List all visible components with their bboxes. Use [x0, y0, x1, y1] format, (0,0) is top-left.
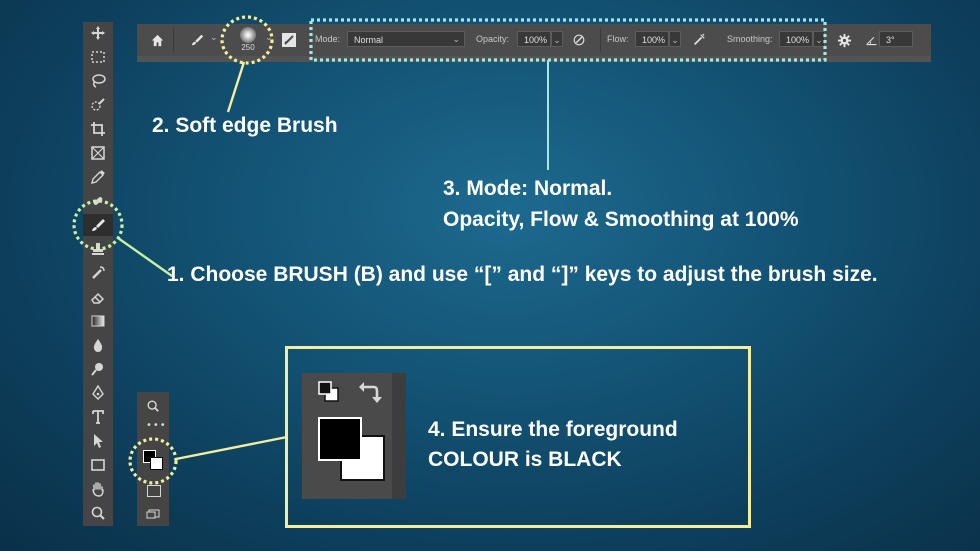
brush-settings-panel-icon[interactable] [279, 30, 299, 50]
smoothing-field[interactable]: 100% [779, 31, 813, 47]
chevron-down-icon[interactable]: ⌄ [265, 33, 273, 43]
chevron-down-icon[interactable]: ⌄ [210, 33, 218, 43]
mini-tools-panel: ••• [137, 392, 169, 526]
brush-preset-icon[interactable] [187, 30, 207, 50]
flow-dropdown-icon[interactable]: ⌄ [669, 31, 681, 47]
eyedropper-tool-icon[interactable] [83, 166, 113, 188]
opacity-label: Opacity: [476, 34, 510, 44]
screen-mode-icon[interactable] [146, 504, 160, 519]
background-color-swatch[interactable] [150, 457, 163, 470]
dodge-tool-icon[interactable] [83, 358, 113, 380]
smoothing-label: Smoothing: [727, 34, 773, 44]
rectangle-tool-icon[interactable] [83, 454, 113, 476]
chevron-down-icon: ⌄ [452, 34, 460, 44]
brush-tool-icon[interactable] [83, 214, 113, 236]
step2-text: 2. Soft edge Brush [152, 114, 338, 137]
smoothing-settings-gear-icon[interactable] [834, 30, 854, 50]
quick-mask-icon[interactable] [147, 485, 161, 497]
airbrush-icon[interactable] [689, 30, 709, 50]
pen-tool-icon[interactable] [83, 382, 113, 404]
move-tool-icon[interactable] [83, 22, 113, 44]
healing-brush-tool-icon[interactable] [83, 190, 113, 212]
flow-field[interactable]: 100% [635, 31, 669, 47]
step3-line1: 3. Mode: Normal. [443, 177, 613, 200]
type-tool-icon[interactable] [83, 406, 113, 428]
hand-tool-icon[interactable] [83, 478, 113, 500]
home-icon[interactable] [147, 30, 167, 50]
swap-colors-icon[interactable] [358, 381, 382, 403]
blur-tool-icon[interactable] [83, 334, 113, 356]
history-brush-tool-icon[interactable] [83, 262, 113, 284]
zoom-icon[interactable] [146, 398, 160, 412]
clone-stamp-tool-icon[interactable] [83, 238, 113, 260]
color-swatch-zoom [302, 373, 406, 499]
options-bar: ⌄ 250 ⌄ Mode: Normal ⌄ Opacity: 100% ⌄ F… [137, 24, 931, 57]
lasso-tool-icon[interactable] [83, 70, 113, 92]
brush-angle-icon [861, 30, 881, 50]
step1-leader-line [117, 237, 173, 277]
frame-tool-icon[interactable] [83, 142, 113, 164]
step1-text: 1. Choose BRUSH (B) and use “[” and “]” … [167, 263, 878, 286]
opacity-dropdown-icon[interactable]: ⌄ [551, 31, 563, 47]
zoom-tool-icon[interactable] [83, 502, 113, 524]
panel-edge [392, 373, 406, 499]
tools-panel [83, 22, 113, 526]
step4-line1: 4. Ensure the foreground [428, 418, 678, 441]
brush-size-value: 250 [241, 43, 255, 52]
mode-value: Normal [354, 35, 384, 45]
brush-size-picker[interactable]: 250 [233, 27, 263, 54]
smoothing-dropdown-icon[interactable]: ⌄ [813, 31, 825, 47]
foreground-color-swatch[interactable] [318, 417, 362, 461]
step4-line2: COLOUR is BLACK [428, 448, 622, 471]
step2-leader-line [226, 61, 246, 113]
options-bar-edge [137, 56, 931, 62]
divider [600, 28, 601, 52]
quick-selection-tool-icon[interactable] [83, 94, 113, 116]
crop-tool-icon[interactable] [83, 118, 113, 140]
flow-label: Flow: [607, 34, 629, 44]
divider [173, 28, 174, 52]
default-colors-icon[interactable] [318, 381, 340, 403]
soft-brush-preview-icon [240, 27, 256, 43]
marquee-tool-icon[interactable] [83, 46, 113, 68]
step4-leader-line [175, 435, 288, 461]
brush-angle-field[interactable]: 3° [879, 31, 913, 47]
gradient-tool-icon[interactable] [83, 310, 113, 332]
more-tools-icon[interactable]: ••• [146, 420, 167, 431]
step3-line2: Opacity, Flow & Smoothing at 100% [443, 208, 799, 231]
eraser-tool-icon[interactable] [83, 286, 113, 308]
opacity-field[interactable]: 100% [517, 31, 551, 47]
mode-label: Mode: [315, 34, 341, 44]
pressure-opacity-icon[interactable] [569, 30, 589, 50]
path-selection-tool-icon[interactable] [83, 430, 113, 452]
mode-dropdown[interactable]: Normal ⌄ [347, 31, 465, 47]
